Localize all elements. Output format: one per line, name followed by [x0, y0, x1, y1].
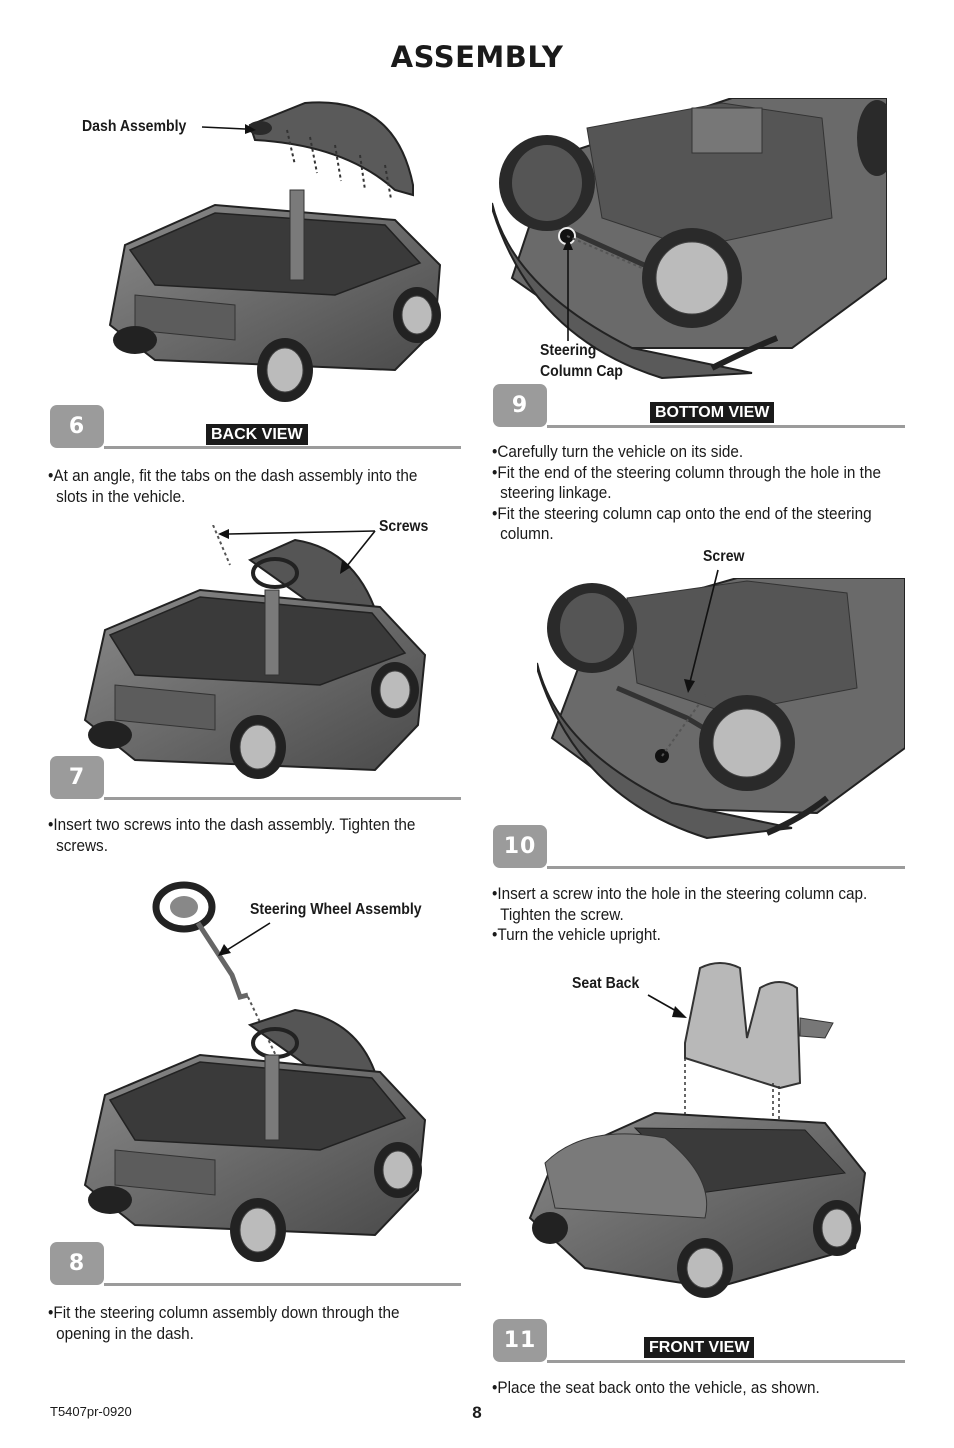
step-10-instruction-2: •Turn the vehicle upright.	[492, 925, 661, 944]
step-9-badge: 9	[493, 384, 547, 427]
car-front-view-seat-icon	[525, 958, 870, 1328]
seat-back-arrow	[647, 994, 687, 1018]
page-number: 8	[472, 1403, 482, 1422]
step-7-header: 7	[50, 756, 461, 800]
steering-column-cap-arrow	[563, 238, 573, 341]
step-7-instruction-1: •Insert two screws into the dash assembl…	[48, 815, 416, 855]
dash-assembly-arrow	[201, 124, 256, 134]
step-8-rule	[104, 1283, 461, 1286]
steering-column-cap-line-1: Steering	[540, 342, 597, 359]
step-9-instructions: •Carefully turn the vehicle on its side.…	[492, 442, 893, 545]
step-10-badge: 10	[493, 825, 547, 868]
step-9-instruction-3: •Fit the steering column cap onto the en…	[492, 503, 872, 544]
step-6-instruction-1: •At an angle, fit the tabs on the dash a…	[48, 466, 418, 506]
steering-wheel-assembly-callout: Steering Wheel Assembly	[250, 901, 422, 918]
step-9-rule	[547, 425, 905, 428]
dash-assembly-callout: Dash Assembly	[82, 118, 187, 135]
page-title: ASSEMBLY	[390, 40, 564, 74]
screw-callout: Screw	[703, 548, 745, 565]
steering-wheel-arrow	[218, 922, 271, 956]
step-9-instruction-2: •Fit the end of the steering column thro…	[492, 462, 881, 503]
step-6-instructions: •At an angle, fit the tabs on the dash a…	[48, 466, 435, 507]
step-11-badge: 11	[493, 1319, 547, 1362]
screw-arrow	[684, 569, 719, 693]
step-10-header: 10	[493, 825, 905, 869]
step-11-instructions: •Place the seat back onto the vehicle, a…	[492, 1378, 893, 1399]
steering-column-cap-callout: Steering Column Cap	[540, 340, 623, 382]
step-9-header: 9 BOTTOM VIEW	[493, 384, 905, 428]
step-11-rule	[547, 1360, 905, 1363]
steering-column-cap-line-2: Column Cap	[540, 363, 623, 380]
document-code: T5407pr-0920	[50, 1404, 132, 1419]
car-bottom-view-cap-icon	[492, 98, 887, 383]
step-10-rule	[547, 866, 905, 869]
step-8-badge: 8	[50, 1242, 104, 1285]
step-9-view-label: BOTTOM VIEW	[650, 402, 775, 423]
car-back-view-dash-icon	[95, 95, 460, 405]
car-back-view-screws-icon	[80, 525, 450, 790]
step-8-header: 8	[50, 1242, 461, 1286]
step-6-header: 6 BACK VIEW	[50, 405, 461, 449]
step-7-badge: 7	[50, 756, 104, 799]
step-10-instructions: •Insert a screw into the hole in the ste…	[492, 884, 897, 946]
screws-arrows	[218, 529, 376, 574]
step-7-rule	[104, 797, 461, 800]
step-6-view-label: BACK VIEW	[206, 424, 308, 445]
step-8-instructions: •Fit the steering column assembly down t…	[48, 1303, 435, 1344]
step-11-view-label: FRONT VIEW	[644, 1337, 755, 1358]
seat-back-callout: Seat Back	[572, 975, 640, 992]
car-back-view-steering-wheel-icon	[80, 875, 450, 1285]
step-9-instruction-1: •Carefully turn the vehicle on its side.	[492, 442, 744, 461]
step-6-badge: 6	[50, 405, 104, 448]
step-10-instruction-1: •Insert a screw into the hole in the ste…	[492, 884, 868, 924]
car-bottom-view-screw-icon	[537, 578, 905, 853]
step-7-instructions: •Insert two screws into the dash assembl…	[48, 815, 426, 856]
step-11-instruction-1: •Place the seat back onto the vehicle, a…	[492, 1378, 820, 1397]
screws-callout: Screws	[379, 518, 429, 535]
step-6-rule	[104, 446, 461, 449]
step-8-instruction-1: •Fit the steering column assembly down t…	[48, 1303, 400, 1343]
step-11-header: 11 FRONT VIEW	[493, 1319, 905, 1363]
